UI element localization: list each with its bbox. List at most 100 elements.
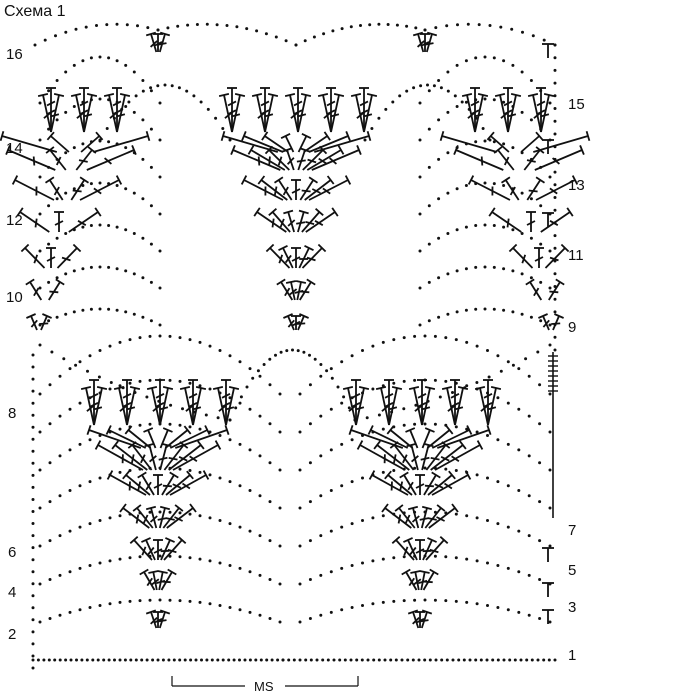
stitch-stroke [86, 149, 135, 171]
chain-stitch [228, 564, 232, 567]
treble-stitch [86, 425, 142, 449]
chain-stitch [502, 100, 506, 104]
treble-stitch [441, 386, 456, 426]
stitch-stroke [271, 211, 291, 233]
chain-stitch [68, 448, 72, 452]
chain-stitch [178, 599, 182, 603]
chain-stitch [304, 658, 308, 662]
chain-stitch [308, 353, 311, 357]
chain-stitch [381, 470, 385, 474]
chain-stitch [178, 379, 182, 383]
treble-stitch [112, 87, 122, 132]
chain-stitch [319, 414, 323, 418]
stitch-stroke [445, 425, 454, 435]
stitch-stroke [407, 609, 419, 615]
row-number-11: 11 [568, 247, 584, 264]
treble-stitch [303, 131, 331, 153]
chain-stitch [326, 658, 330, 662]
chain-stitch [245, 385, 249, 389]
treble-stitch [20, 243, 46, 269]
chain-stitch [97, 375, 101, 379]
stitch-stroke [19, 211, 50, 233]
stitch-stroke [127, 429, 152, 449]
stitch-stroke [415, 483, 425, 489]
stitch-stroke [330, 113, 340, 118]
stitch-stroke [402, 454, 408, 464]
stitch-stroke [314, 220, 324, 226]
chain-stitch [486, 391, 489, 395]
treble-stitch [46, 247, 56, 268]
treble-stitch [164, 425, 192, 449]
chain-stitch [183, 658, 187, 662]
chain-stitch [78, 566, 82, 570]
stitch-stroke [157, 619, 167, 623]
chain-stitch [238, 566, 242, 570]
stitch-stroke [162, 427, 173, 433]
stitch-stroke [451, 503, 459, 513]
stitch-stroke [406, 442, 417, 448]
chain-stitch [268, 461, 272, 465]
stitch-stroke [337, 145, 345, 155]
chain-stitch [444, 555, 448, 559]
chain-stitch [98, 97, 102, 101]
chain-stitch [141, 197, 145, 201]
chain-stitch [238, 608, 242, 612]
treble-stitch [520, 131, 544, 153]
stitch-stroke [450, 392, 460, 399]
chain-stitch [445, 658, 449, 662]
chain-stitch [107, 56, 111, 60]
stitch-stroke [566, 207, 574, 217]
chain-stitch [55, 315, 59, 319]
chain-stitch [221, 658, 225, 662]
stitch-stroke [525, 278, 535, 286]
chain-stitch [115, 100, 119, 104]
stitch-stroke [277, 179, 293, 201]
chain-stitch [524, 357, 528, 361]
stitch-stroke [526, 220, 536, 226]
chain-stitch [319, 534, 323, 538]
chain-stitch [125, 23, 129, 27]
treble-stitch [423, 471, 441, 496]
chain-stitch [278, 392, 282, 396]
chain-stitch [276, 658, 280, 662]
chain-stitch [158, 286, 162, 290]
chain-stitch [31, 461, 35, 465]
chain-stitch [483, 181, 487, 185]
stitch-stroke [42, 313, 52, 319]
chain-stitch [517, 610, 521, 614]
stitch-stroke [457, 386, 469, 390]
row-number-12: 12 [6, 212, 23, 229]
chain-stitch [278, 430, 282, 434]
treble-stitch [265, 243, 291, 269]
stitch-stroke [144, 442, 155, 448]
chain-stitch [128, 599, 132, 603]
chain-stitch [204, 413, 208, 417]
chain-stitch [118, 470, 122, 474]
chain-stitch [479, 658, 483, 662]
stitch-stroke [408, 386, 420, 390]
stitch-stroke [43, 111, 52, 119]
treble-stitch [291, 179, 301, 200]
chain-stitch [88, 438, 92, 442]
chain-stitch [506, 525, 510, 529]
chain-stitch [440, 658, 444, 662]
treble-stitch [70, 176, 89, 201]
treble-stitch [230, 145, 281, 171]
treble-stitch [132, 504, 154, 529]
chain-stitch [423, 598, 427, 602]
chain-stitch [361, 561, 364, 565]
stitch-stroke [141, 537, 151, 543]
stitch-stroke [155, 401, 165, 408]
stitch-stroke [535, 131, 544, 141]
stitch-stroke [301, 211, 321, 233]
stitch-stroke [257, 156, 261, 166]
treble-stitch [437, 425, 492, 449]
chain-stitch [98, 391, 102, 395]
stitch-stroke [33, 287, 40, 297]
treble-stitch [424, 504, 446, 529]
stitch-stroke [296, 221, 306, 225]
chain-stitch [31, 473, 35, 477]
chain-stitch [325, 369, 329, 373]
stitch-stroke [421, 406, 431, 411]
row-number-1: 1 [568, 647, 577, 664]
